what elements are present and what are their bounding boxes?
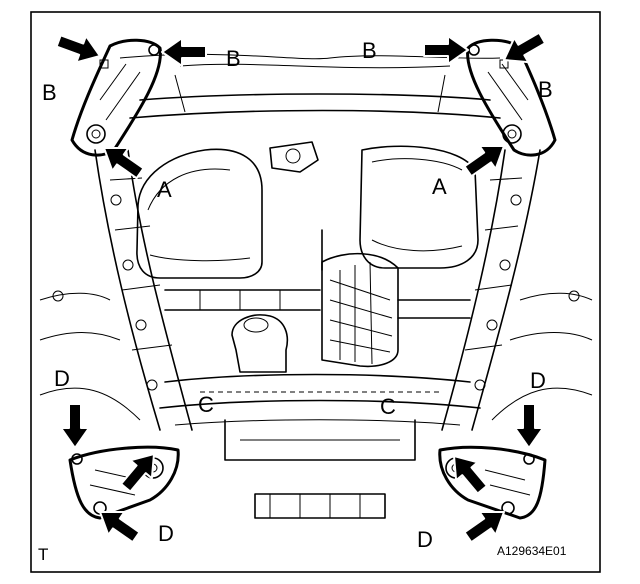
arrow-d-right-upper	[514, 403, 544, 449]
arrow-c-left	[113, 444, 166, 498]
label-b-right-inner: B	[362, 38, 377, 63]
label-c-right: C	[380, 394, 396, 419]
subframe-drawing	[39, 38, 593, 520]
label-b-right-outer: B	[538, 77, 553, 102]
arrow-b-right-inner	[423, 35, 469, 65]
label-d-right-upper: D	[530, 368, 546, 393]
arrow-b-left-inner	[161, 37, 207, 67]
arrow-c-right	[442, 446, 495, 500]
label-a-right: A	[432, 174, 447, 199]
arrow-b-left-outer	[52, 26, 106, 71]
arrow-d-left-lower	[90, 499, 146, 550]
label-d-right-lower: D	[417, 527, 433, 552]
label-c-left: C	[198, 392, 214, 417]
label-b-left-inner: B	[226, 46, 241, 71]
figure-border	[30, 11, 601, 573]
callout-labels: B B B B A A C C D D D D	[42, 38, 553, 552]
label-d-left-upper: D	[54, 366, 70, 391]
arrow-b-right-outer	[496, 24, 551, 74]
arrow-a-left	[94, 135, 150, 186]
callout-arrows	[52, 24, 551, 550]
label-b-left-outer: B	[42, 80, 57, 105]
corner-mark: T	[38, 545, 48, 564]
arrow-d-left-upper	[60, 403, 90, 449]
label-a-left: A	[157, 177, 172, 202]
label-d-left-lower: D	[158, 521, 174, 546]
figure-reference: A129634E01	[497, 544, 567, 558]
